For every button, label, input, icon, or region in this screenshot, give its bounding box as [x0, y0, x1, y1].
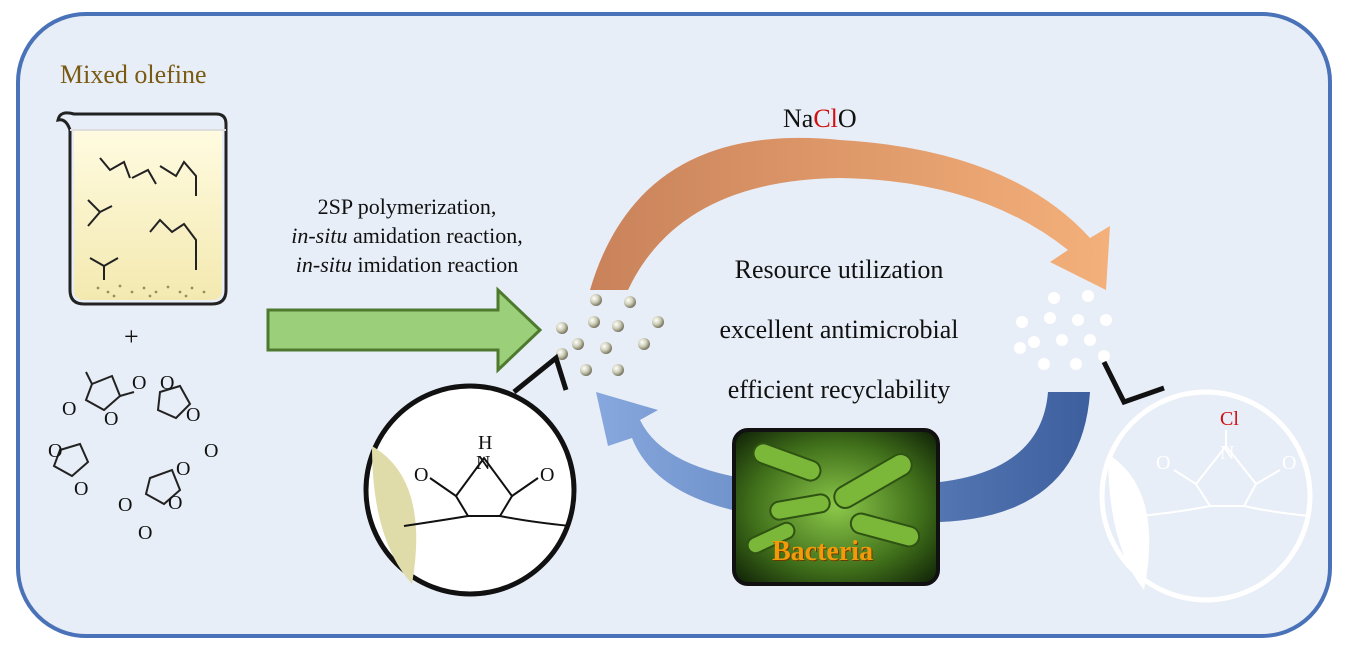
atom-o: O	[138, 522, 153, 544]
process-step-3: in-situ imidation reaction	[295, 252, 519, 277]
atom-o: O	[62, 398, 77, 420]
atom-n: N	[1220, 442, 1235, 464]
atom-o: O	[160, 372, 175, 394]
feedstock-title: Mixed olefine	[60, 60, 207, 89]
process-step-1: 2SP polymerization,	[317, 194, 497, 219]
bacteria-label: Bacteria	[772, 536, 874, 567]
process-step-2: in-situ amidation reaction,	[291, 223, 523, 248]
atom-o: O	[540, 464, 555, 486]
plus-sign: +	[124, 322, 139, 351]
atom-o: O	[118, 494, 133, 516]
polymer-particles	[556, 294, 664, 376]
atom-o: O	[176, 458, 191, 480]
atom-o: O	[204, 440, 219, 462]
imide-zoom-circle	[363, 353, 577, 597]
process-steps: 2SP polymerization, in-situ amidation re…	[242, 192, 572, 279]
atom-n: N	[476, 452, 491, 474]
feature-item: Resource utilization	[734, 255, 944, 284]
atom-o: O	[168, 492, 183, 514]
atom-o: O	[1156, 452, 1171, 474]
feature-list: Resource utilization excellent antimicro…	[668, 240, 1010, 420]
bacteria-image	[732, 428, 940, 586]
atom-h: H	[478, 432, 493, 454]
reagent-label: NaClO	[783, 104, 857, 133]
chloramide-zoom-circle	[1099, 360, 1313, 603]
process-arrow	[266, 286, 543, 374]
atom-o: O	[186, 404, 201, 426]
regeneration-arrow	[596, 392, 1090, 523]
feature-item: excellent antimicrobial	[719, 315, 959, 344]
atom-o: O	[104, 408, 119, 430]
feature-item: efficient recyclability	[727, 375, 951, 404]
diagram-frame	[16, 12, 1332, 638]
chlorination-arrow	[590, 137, 1110, 290]
atom-o: O	[1282, 452, 1297, 474]
beaker-icon	[56, 111, 228, 306]
atom-o: O	[48, 440, 63, 462]
chlorinated-particles	[1014, 290, 1112, 370]
atom-o: O	[74, 478, 89, 500]
atom-o: O	[132, 372, 147, 394]
atom-cl: Cl	[1220, 408, 1239, 430]
atom-o: O	[414, 464, 429, 486]
maleic-anhydride-structures	[52, 371, 192, 506]
